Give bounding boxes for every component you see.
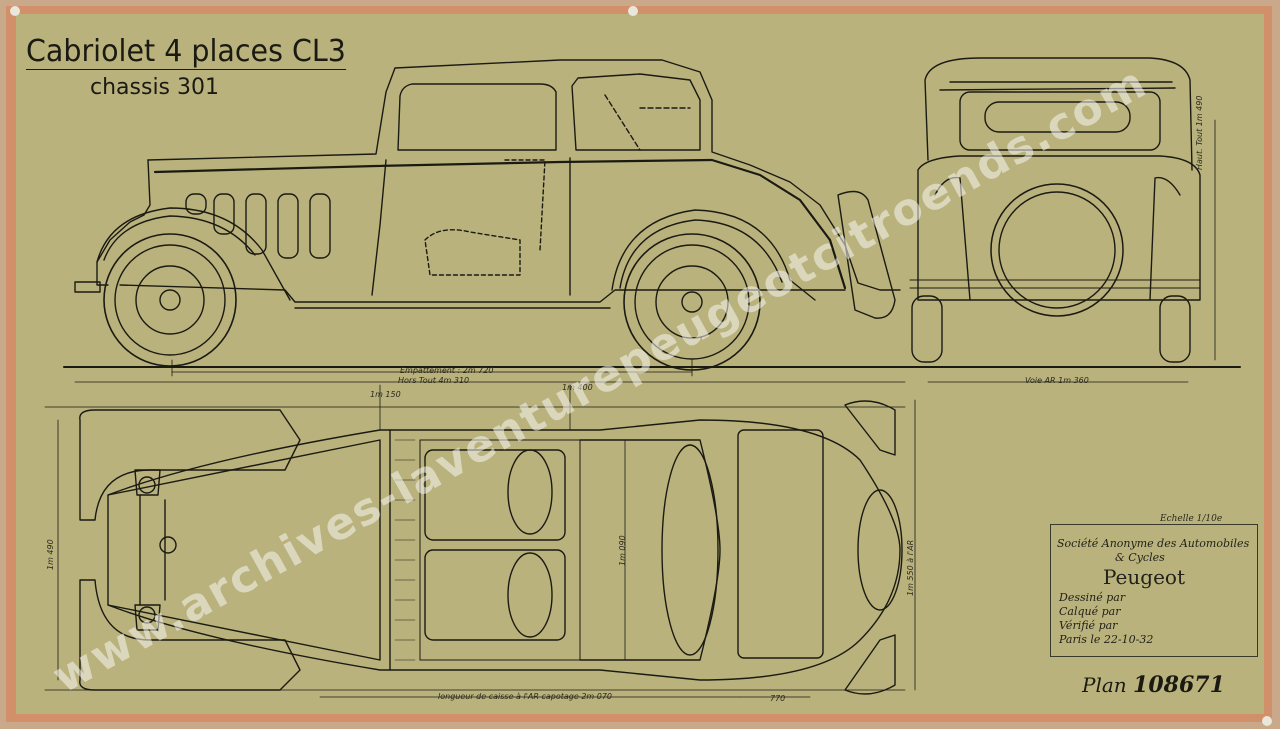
title-block: Société Anonyme des Automobiles & Cycles… [1050,524,1258,657]
rear-view [904,57,1241,383]
seat-dim-2-label: 1m 400 [562,383,593,392]
front-overhang-label: 770 [770,694,786,703]
drawing-title: Cabriolet 4 places CL3 [26,34,346,70]
seat-dim-1-label: 1m 150 [370,390,401,399]
chassis-subtitle: chassis 301 [90,75,220,100]
top-view [44,384,916,698]
wheelbase-label: Empattement : 2m 720 [400,366,494,375]
inner-width-label: 1m 090 [618,535,627,566]
plan-number: Plan 108671 [1082,672,1225,698]
verified-by: Vérifié par [1059,619,1118,632]
scale-label: Echelle 1/10e [1160,514,1223,524]
company-name-line2: & Cycles [1115,551,1165,564]
drafting-paper [16,14,1264,714]
drawn-by: Dessiné par [1059,591,1126,604]
pushpin-top-right [628,6,638,16]
plan-number-value: 108671 [1133,672,1225,698]
side-view [63,59,913,383]
plan-label: Plan [1082,673,1127,697]
traced-by: Calqué par [1059,605,1121,618]
pushpin-bottom-right [1262,716,1272,726]
company-name: Société Anonyme des Automobiles [1057,537,1250,550]
width-front-label: 1m 550 à l'AR [906,539,915,596]
body-length-label: longueur de caisse à l'AR capotage 2m 07… [438,692,613,701]
overall-length-label: Hors Tout 4m 310 [398,376,470,385]
brand-name: Peugeot [1103,565,1185,589]
place-date: Paris le 22-10-32 [1059,633,1154,646]
overall-height-label: Haut. Tout 1m 490 [1195,95,1204,170]
pushpin-top-left [10,6,20,16]
width-rear-label: 1m 490 [46,539,55,570]
rear-track-label: Voie AR 1m 360 [1025,376,1089,385]
